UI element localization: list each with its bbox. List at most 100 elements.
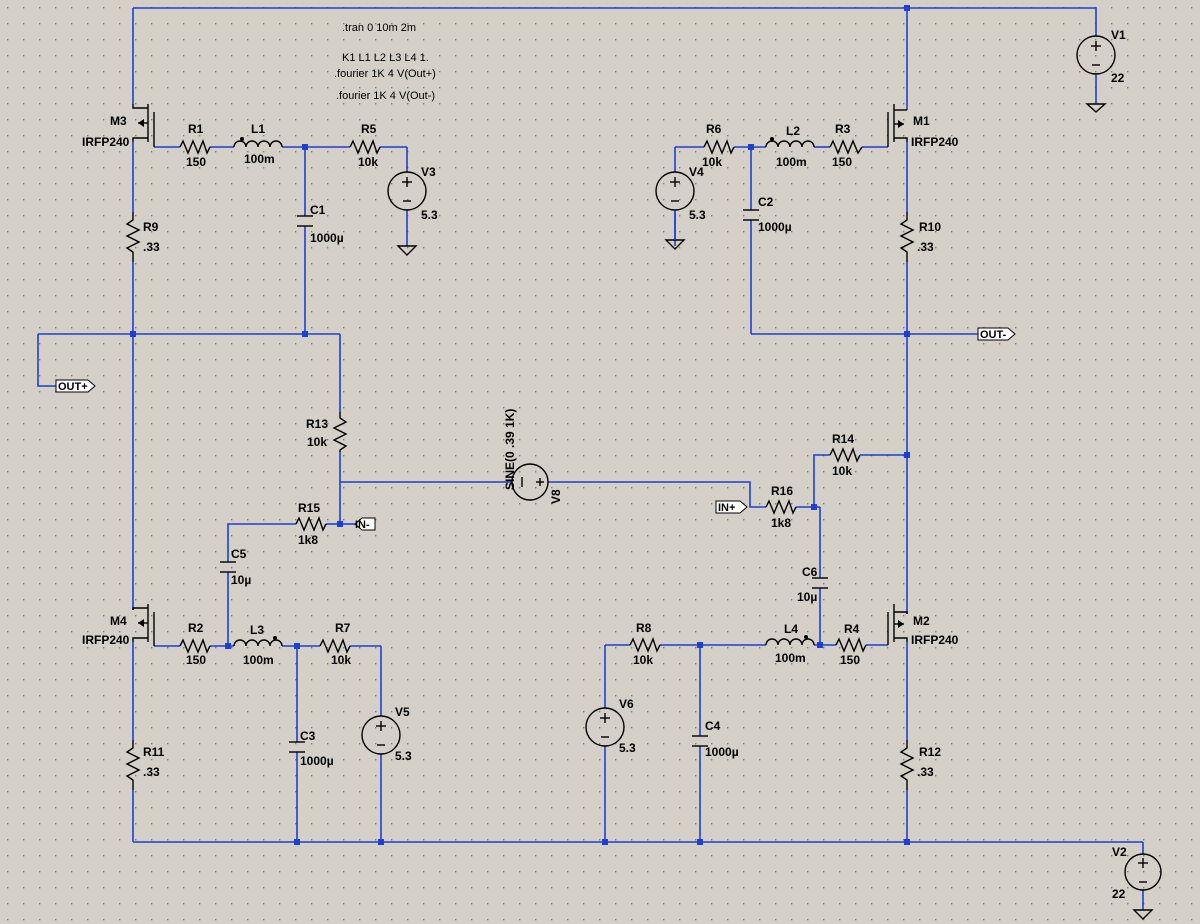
inductor-l1[interactable]: [233, 137, 283, 148]
resistor-r4[interactable]: [835, 637, 867, 653]
label-c5-name: C5: [231, 547, 247, 561]
label-r15-value: 1k8: [298, 533, 318, 547]
label-m2-name: M2: [913, 614, 930, 628]
label-l3-name: L3: [250, 623, 264, 637]
label-r14-name: R14: [832, 432, 854, 446]
resistor-r8[interactable]: [629, 637, 661, 653]
label-c4-value: 1000µ: [705, 745, 739, 759]
voltage-source-v2[interactable]: [1124, 853, 1162, 891]
label-r16-name: R16: [771, 484, 793, 498]
capacitor-c3[interactable]: [289, 741, 305, 753]
directive-fourier-plus[interactable]: .fourier 1K 4 V(Out+): [334, 68, 436, 80]
directive-tran[interactable]: .tran 0 10m 2m: [342, 22, 416, 34]
capacitor-c4[interactable]: [692, 735, 708, 747]
voltage-source-v8[interactable]: [511, 463, 549, 501]
mosfet-m4[interactable]: [132, 604, 155, 646]
label-r13-value: 10k: [307, 435, 327, 449]
resistor-r5[interactable]: [349, 139, 381, 155]
label-r11-name: R11: [143, 745, 165, 759]
label-m2-model: IRFP240: [911, 633, 959, 647]
resistor-r14[interactable]: [829, 447, 861, 463]
label-r7-name: R7: [335, 621, 351, 635]
label-r4-value: 150: [840, 653, 860, 667]
label-l4-value: 100m: [775, 651, 806, 665]
label-l2-value: 100m: [776, 155, 807, 169]
mosfet-m3[interactable]: [132, 104, 155, 147]
mosfet-m2[interactable]: [887, 604, 908, 645]
label-r3-value: 150: [832, 155, 852, 169]
directive-fourier-minus[interactable]: .fourier 1K 4 V(Out-): [336, 90, 435, 102]
port-in-plus[interactable]: IN+: [715, 500, 748, 514]
label-r5-name: R5: [361, 122, 377, 136]
label-c1-value: 1000µ: [310, 231, 344, 245]
capacitor-c6[interactable]: [812, 577, 828, 589]
label-l4-name: L4: [784, 622, 798, 636]
label-l1-value: 100m: [244, 152, 275, 166]
resistor-r2[interactable]: [179, 638, 211, 654]
voltage-source-v1[interactable]: [1076, 35, 1116, 75]
label-v4-value: 5.3: [689, 208, 706, 222]
port-out-plus[interactable]: OUT+: [55, 379, 96, 393]
resistor-r9[interactable]: [125, 212, 141, 262]
label-r9-value: .33: [143, 240, 160, 254]
label-m1-name: M1: [913, 114, 930, 128]
label-r10-value: .33: [917, 240, 934, 254]
resistor-r7[interactable]: [319, 638, 351, 654]
resistor-r11[interactable]: [125, 740, 141, 790]
label-v3-value: 5.3: [421, 208, 438, 222]
port-in-minus[interactable]: IN-: [354, 517, 376, 531]
inductor-l2[interactable]: [765, 137, 815, 148]
svg-text:IN-: IN-: [355, 519, 370, 531]
inductor-l4[interactable]: [765, 635, 815, 646]
junction-dots: [130, 5, 910, 845]
label-v2-name: V2: [1112, 845, 1127, 859]
label-l2-name: L2: [786, 124, 800, 138]
label-r14-value: 10k: [832, 464, 852, 478]
ground-icon: [1085, 103, 1107, 113]
label-c4-name: C4: [705, 719, 721, 733]
label-r16-value: 1k8: [771, 516, 791, 530]
label-v6-name: V6: [619, 697, 634, 711]
label-r3-name: R3: [835, 122, 851, 136]
label-v6-value: 5.3: [619, 741, 636, 755]
voltage-source-v5[interactable]: [361, 715, 401, 755]
mosfet-m1[interactable]: [887, 104, 908, 147]
label-c3-value: 1000µ: [300, 754, 334, 768]
label-r8-value: 10k: [633, 653, 653, 667]
port-out-minus[interactable]: OUT-: [977, 327, 1016, 341]
voltage-source-v6[interactable]: [585, 707, 625, 747]
resistor-r12[interactable]: [899, 740, 915, 790]
directive-coupling[interactable]: K1 L1 L2 L3 L4 1.: [342, 52, 429, 64]
label-r1-name: R1: [188, 122, 204, 136]
capacitor-c1[interactable]: [297, 215, 313, 227]
label-v5-value: 5.3: [395, 749, 412, 763]
label-v1-value: 22: [1111, 71, 1125, 85]
resistor-r3[interactable]: [829, 139, 863, 155]
resistor-r10[interactable]: [899, 212, 915, 262]
resistor-r15[interactable]: [295, 516, 327, 532]
label-r12-value: .33: [917, 765, 934, 779]
label-r2-name: R2: [188, 621, 204, 635]
label-c1-name: C1: [310, 203, 326, 217]
label-r13-name: R13: [306, 417, 328, 431]
inductor-l3[interactable]: [233, 636, 283, 647]
capacitor-c2[interactable]: [743, 209, 759, 221]
resistor-r13[interactable]: [332, 412, 348, 452]
label-m4-name: M4: [110, 614, 127, 628]
resistor-r6[interactable]: [703, 139, 735, 155]
label-v2-value: 22: [1112, 887, 1126, 901]
label-c5-value: 10µ: [231, 573, 251, 587]
label-c3-name: C3: [300, 729, 316, 743]
label-r4-name: R4: [844, 622, 860, 636]
capacitor-c5[interactable]: [220, 561, 236, 573]
resistor-r1[interactable]: [179, 139, 211, 155]
ground-icon: [1132, 909, 1154, 920]
resistor-r16[interactable]: [765, 499, 797, 515]
label-r5-value: 10k: [358, 155, 378, 169]
ground-icon: [396, 245, 418, 256]
voltage-source-v3[interactable]: [387, 171, 427, 211]
label-r6-name: R6: [706, 122, 722, 136]
